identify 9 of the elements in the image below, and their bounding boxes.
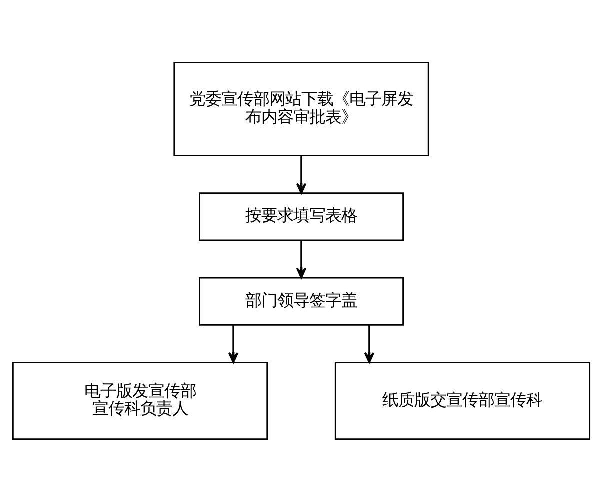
- arrow: [364, 325, 375, 364]
- node-box: 部门领导签字盖: [199, 277, 404, 326]
- arrow: [296, 240, 307, 279]
- node-box: 纸质版交宣传部宣传科: [334, 362, 591, 440]
- node-box: 电子版发宣传部宣传科负责人: [12, 362, 268, 440]
- node-box: 按要求填写表格: [199, 192, 404, 242]
- node-box: 党委宣传部网站下载《电子屏发布内容审批表》: [174, 62, 430, 156]
- arrow: [296, 156, 307, 194]
- arrow: [228, 325, 239, 364]
